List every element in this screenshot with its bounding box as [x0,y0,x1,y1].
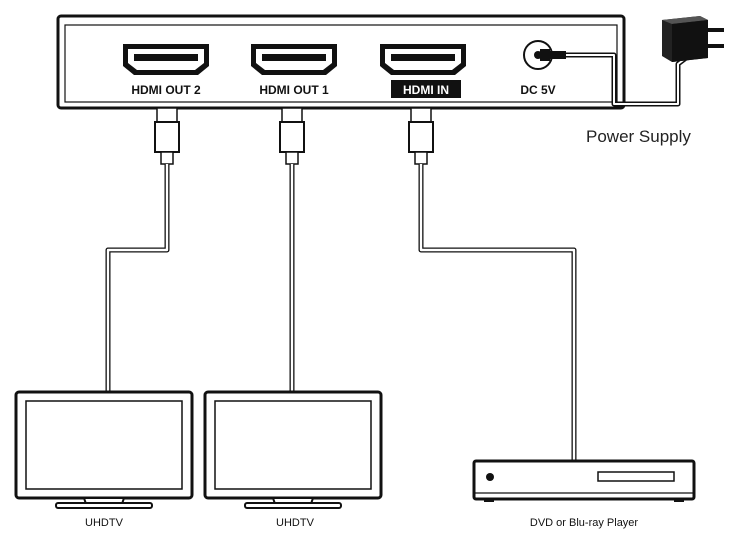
hdmi-splitter [56,14,626,110]
hdmi-cable-out-2 [105,107,180,392]
dvd-bluray-player [472,459,696,502]
hdmi-in-label-bg [391,80,461,98]
hdmi-out-1-label: HDMI OUT 1 [259,83,329,97]
hdmi-cable-out-1 [279,107,305,392]
uhdtv-left [14,390,194,509]
uhdtv-right-label: UHDTV [276,517,315,529]
power-cable [540,49,688,107]
hdmi-out-2-port [123,44,209,75]
player-label: DVD or Blu-ray Player [530,517,639,529]
power-supply-label: Power Supply [586,127,691,146]
dc-5v-label: DC 5V [520,83,555,97]
hdmi-in-label: HDMI IN [403,83,449,97]
power-adapter [662,16,724,62]
uhdtv-left-label: UHDTV [85,517,124,529]
hdmi-cable-in [408,107,577,462]
hdmi-out-1-port [251,44,337,75]
hdmi-out-2-label: HDMI OUT 2 [131,83,201,97]
uhdtv-right [203,390,383,509]
hdmi-in-port [380,44,466,75]
